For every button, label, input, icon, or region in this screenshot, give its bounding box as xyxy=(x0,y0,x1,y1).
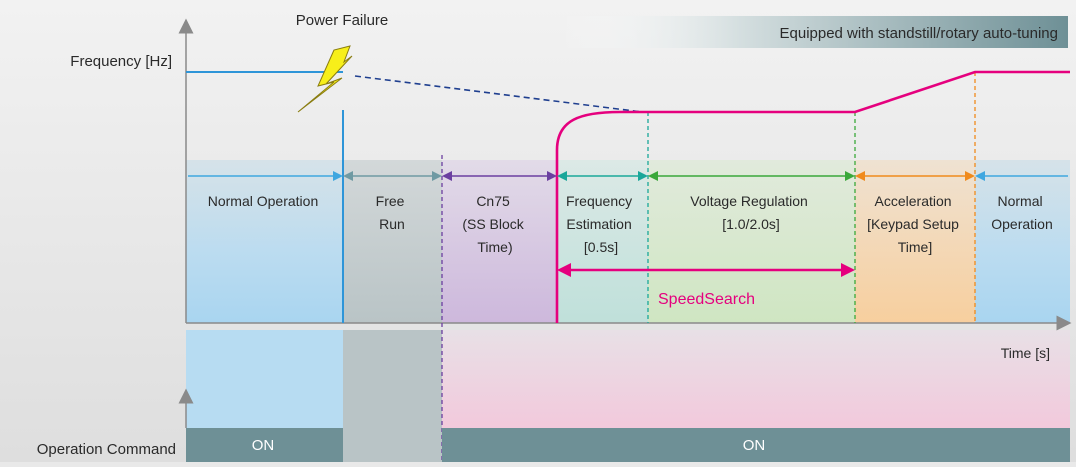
phase-arrowhead-free-run xyxy=(432,171,442,181)
speed-search-arrow-right xyxy=(841,263,855,277)
command-on-segment-1 xyxy=(186,428,343,462)
cmd-bg-left xyxy=(186,330,343,428)
frequency-curve xyxy=(555,70,1070,323)
phase-label-acceleration: Acceleration [Keypad Setup Time] xyxy=(867,193,963,255)
speed-search-arrow-left xyxy=(557,263,571,277)
bg-voltage-regulation xyxy=(648,160,855,323)
speed-search-label: SpeedSearch xyxy=(658,291,755,308)
phase-arrowhead-acceleration xyxy=(965,171,975,181)
power-failure-label: Power Failure xyxy=(296,12,389,29)
bg-normal-operation xyxy=(186,160,343,323)
operation-command-bar: ON ON Operation Command xyxy=(37,428,1070,462)
title-note: Equipped with standstill/rotary auto-tun… xyxy=(780,25,1059,42)
phase-arrowhead-free-run xyxy=(343,171,353,181)
bg-cn75 xyxy=(442,160,557,323)
phase-boundaries xyxy=(342,72,976,462)
phase-arrowhead-normal-operation xyxy=(333,171,343,181)
phase-arrowhead-voltage-regulation xyxy=(648,171,658,181)
cmd-bg-right xyxy=(442,330,1070,428)
phase-arrowhead-cn75 xyxy=(547,171,557,181)
phase-label-cn75: Cn75 (SS Block Time) xyxy=(462,193,527,255)
lightning-bolt-icon xyxy=(297,45,353,113)
command-on-label-2: ON xyxy=(743,437,766,454)
phase-label-free-run: Free Run xyxy=(376,193,409,232)
phase-arrowhead-acceleration xyxy=(855,171,865,181)
operation-command-label: Operation Command xyxy=(37,441,176,458)
x-axis-label: Time [s] xyxy=(1001,345,1050,361)
bg-acceleration xyxy=(855,160,975,323)
phase-arrowhead-frequency-estimation xyxy=(638,171,648,181)
phase-arrowhead-voltage-regulation xyxy=(845,171,855,181)
phase-labels: Normal Operation Free Run Cn75 (SS Block… xyxy=(208,193,1053,255)
phase-arrows xyxy=(188,171,1068,181)
speed-search-span: SpeedSearch xyxy=(557,263,855,308)
phase-label-normal-operation: Normal Operation xyxy=(208,193,319,209)
cmd-bg-free-run xyxy=(343,330,442,462)
phase-arrowhead-normal-operation-2 xyxy=(975,171,985,181)
title-bar xyxy=(560,16,1068,48)
phase-label-voltage-regulation: Voltage Regulation [1.0/2.0s] xyxy=(690,193,811,232)
command-on-label-1: ON xyxy=(252,437,275,454)
bg-free-run xyxy=(343,160,442,323)
phase-arrowhead-frequency-estimation xyxy=(557,171,567,181)
phase-backgrounds xyxy=(186,160,1070,323)
phase-arrowhead-cn75 xyxy=(442,171,452,181)
command-on-segment-2 xyxy=(442,428,1070,462)
command-area-backgrounds xyxy=(186,330,1070,462)
coast-down-dashed-line xyxy=(354,75,643,113)
bg-frequency-estimation xyxy=(557,160,648,323)
bg-normal-operation-2 xyxy=(975,160,1070,323)
phase-label-frequency-estimation: Frequency Estimation [0.5s] xyxy=(566,193,636,255)
y-axis-label: Frequency [Hz] xyxy=(70,53,172,70)
phase-label-normal-operation-2: Normal Operation xyxy=(991,193,1052,232)
